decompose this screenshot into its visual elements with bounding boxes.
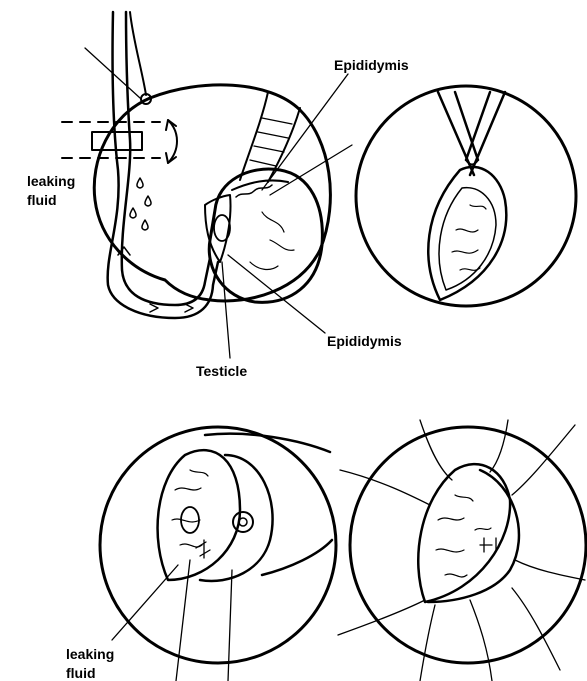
- scissors-blade: [466, 92, 490, 160]
- suture-thread: [470, 600, 492, 681]
- leaking-drop: [145, 196, 151, 206]
- clamp-box: [92, 132, 142, 150]
- outer-skin-line: [262, 540, 332, 575]
- leaking-drop: [137, 178, 143, 188]
- scissors-blade: [455, 92, 478, 160]
- leader-line-epididymis-top: [262, 74, 348, 190]
- panel-circle: [350, 427, 586, 663]
- label-testicle: Testicle: [196, 362, 247, 380]
- suture-thread: [490, 420, 508, 472]
- suture-marks: [196, 540, 210, 558]
- leader-line-leaking: [112, 565, 178, 640]
- sac-texture: [172, 470, 208, 547]
- panel-scissors: [356, 86, 576, 306]
- label-leaking-fluid-bottom-line1: leaking: [66, 645, 114, 663]
- panel-circle: [100, 427, 336, 663]
- suture-thread: [338, 600, 425, 635]
- label-leaking-fluid-line2: fluid: [27, 191, 57, 209]
- suture-thread: [515, 560, 585, 580]
- panel-overview: [62, 12, 352, 358]
- tube-stoma: [233, 512, 253, 532]
- flow-arrow: [150, 304, 158, 312]
- testicle-texture: [250, 212, 294, 269]
- leaking-drop: [130, 208, 136, 218]
- leader-line-testicle: [222, 262, 230, 358]
- panel-circle: [356, 86, 576, 306]
- label-leaking-fluid-line1: leaking: [27, 172, 75, 190]
- spermatic-cord: [240, 92, 268, 180]
- leaking-drop: [142, 220, 148, 230]
- sac-flap: [200, 455, 273, 581]
- suture-thread: [512, 425, 575, 495]
- suture-thread: [420, 605, 435, 681]
- panel-sac-open: [100, 427, 336, 681]
- sac-texture: [436, 495, 491, 577]
- suture-marks: [480, 538, 496, 552]
- suture-thread: [228, 570, 232, 681]
- sac-outline: [418, 464, 510, 602]
- suture-thread: [340, 470, 430, 505]
- label-leaking-fluid-bottom-line2: fluid: [66, 664, 96, 681]
- label-epididymis-top: Epididymis: [334, 56, 409, 74]
- label-epididymis-bottom: Epididymis: [327, 332, 402, 350]
- sac-texture: [452, 205, 486, 270]
- panel-sutured: [338, 420, 586, 681]
- flow-arrow: [185, 304, 193, 312]
- sac-inner: [439, 188, 496, 290]
- testicle-outline: [209, 169, 322, 302]
- drain-tube-top-curve: [130, 12, 146, 95]
- sac-flap: [428, 470, 519, 602]
- drain-tube-outer: [108, 12, 218, 318]
- epididymis-head: [214, 215, 230, 241]
- outer-skin-line: [205, 434, 330, 452]
